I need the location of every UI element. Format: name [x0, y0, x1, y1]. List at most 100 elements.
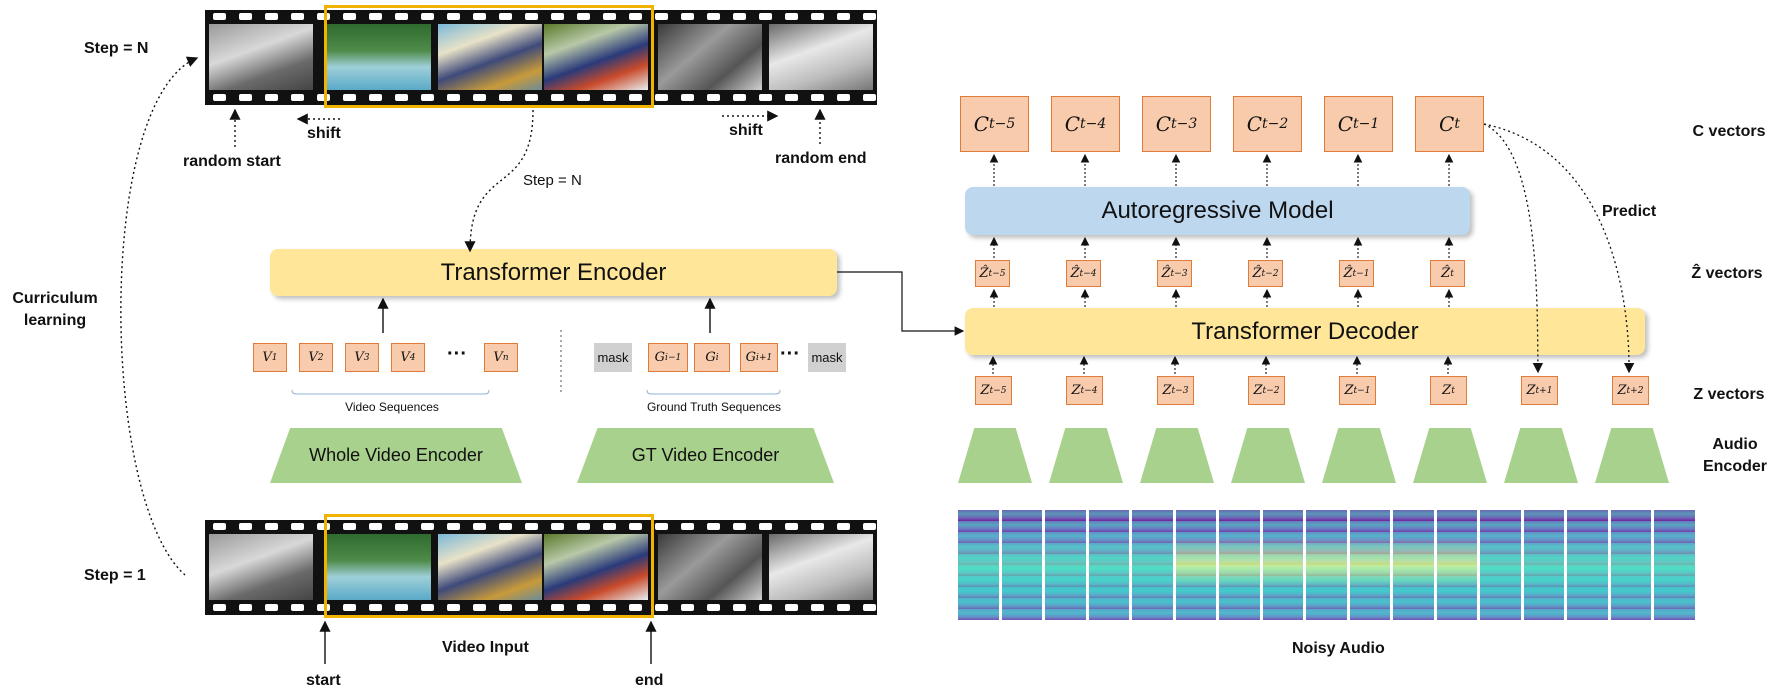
film-sprocket: [473, 94, 486, 101]
film-sprocket: [213, 13, 226, 20]
film-sprocket: [551, 523, 564, 530]
film-frame: [658, 24, 762, 90]
spectrogram-segment: [958, 510, 999, 620]
step-n-arrow-label: Step = N: [523, 172, 582, 189]
step-n-arrow: [464, 109, 534, 253]
film-sprocket: [525, 604, 538, 611]
film-sprocket: [629, 94, 642, 101]
film-sprocket: [473, 523, 486, 530]
video-sequences-label: Video Sequences: [345, 400, 439, 414]
film-sprocket: [759, 523, 772, 530]
film-sprocket: [239, 604, 252, 611]
gt-sequences-bracket: [646, 389, 781, 395]
film-sprocket: [785, 604, 798, 611]
film-sprocket: [863, 13, 876, 20]
film-sprocket: [447, 523, 460, 530]
random-start-label: random start: [183, 153, 281, 170]
film-sprocket: [655, 523, 668, 530]
gt-video-encoder-label: GT Video Encoder: [631, 445, 780, 465]
film-sprocket: [863, 94, 876, 101]
film-sprocket: [265, 604, 278, 611]
film-sprocket: [499, 604, 512, 611]
film-sprocket: [681, 523, 694, 530]
gt-ellipsis: ···: [780, 343, 800, 365]
transformer-decoder-block: Transformer Decoder: [965, 308, 1645, 355]
gt-video-encoder-shape: [577, 428, 834, 483]
film-sprocket: [421, 13, 434, 20]
encoder-to-decoder-arrow: [837, 271, 965, 336]
film-sprocket: [603, 604, 616, 611]
film-sprocket: [551, 13, 564, 20]
film-sprocket: [395, 13, 408, 20]
shift-right-label: shift: [729, 122, 763, 139]
film-sprocket: [369, 523, 382, 530]
step-n-label: Step = N: [84, 40, 149, 57]
film-sprocket: [551, 604, 564, 611]
film-frame: [209, 534, 313, 600]
film-sprocket: [707, 523, 720, 530]
film-sprocket: [525, 523, 538, 530]
film-sprocket: [291, 13, 304, 20]
gt-sequences-label: Ground Truth Sequences: [646, 400, 782, 414]
video-input-label: Video Input: [442, 639, 529, 656]
film-frame: [327, 534, 431, 600]
film-sprocket: [681, 94, 694, 101]
spectrogram-segment: [1393, 510, 1434, 620]
film-sprocket: [785, 523, 798, 530]
film-sprocket: [837, 523, 850, 530]
film-sprocket: [837, 94, 850, 101]
selected-window-top: [324, 5, 654, 108]
film-sprocket: [369, 94, 382, 101]
spectrogram-segment: [1175, 510, 1217, 620]
film-sprocket: [317, 13, 330, 20]
film-sprocket: [499, 94, 512, 101]
spectrogram-segment: [1480, 510, 1521, 620]
transformer-encoder-block: Transformer Encoder: [270, 249, 837, 296]
film-sprocket: [343, 94, 356, 101]
video-sequences-bracket: [291, 389, 490, 395]
gt-token-1: mask: [594, 343, 632, 372]
spectrogram-segment: [1436, 510, 1478, 620]
film-frame: [544, 534, 648, 600]
random-end-label: random end: [775, 150, 867, 167]
film-sprocket: [317, 604, 330, 611]
film-sprocket: [811, 94, 824, 101]
film-sprocket: [759, 94, 772, 101]
audio-encoder-label: Audio Encoder: [1702, 436, 1767, 475]
film-sprocket: [525, 94, 538, 101]
film-frame: [769, 534, 873, 600]
film-frame: [209, 24, 313, 90]
start-label: start: [306, 672, 341, 689]
film-sprocket: [213, 604, 226, 611]
film-sprocket: [603, 94, 616, 101]
spectrogram-segment: [1219, 510, 1260, 620]
film-sprocket: [707, 13, 720, 20]
film-sprocket: [733, 523, 746, 530]
film-sprocket: [343, 604, 356, 611]
film-sprocket: [655, 94, 668, 101]
film-sprocket: [343, 523, 356, 530]
spectrogram-segment: [1654, 510, 1695, 620]
spectrogram-segment: [1045, 510, 1086, 620]
film-sprocket: [239, 523, 252, 530]
film-sprocket: [421, 604, 434, 611]
whole-video-encoder-shape: [270, 428, 522, 483]
film-sprocket: [811, 604, 824, 611]
film-sprocket: [733, 13, 746, 20]
film-sprocket: [473, 13, 486, 20]
